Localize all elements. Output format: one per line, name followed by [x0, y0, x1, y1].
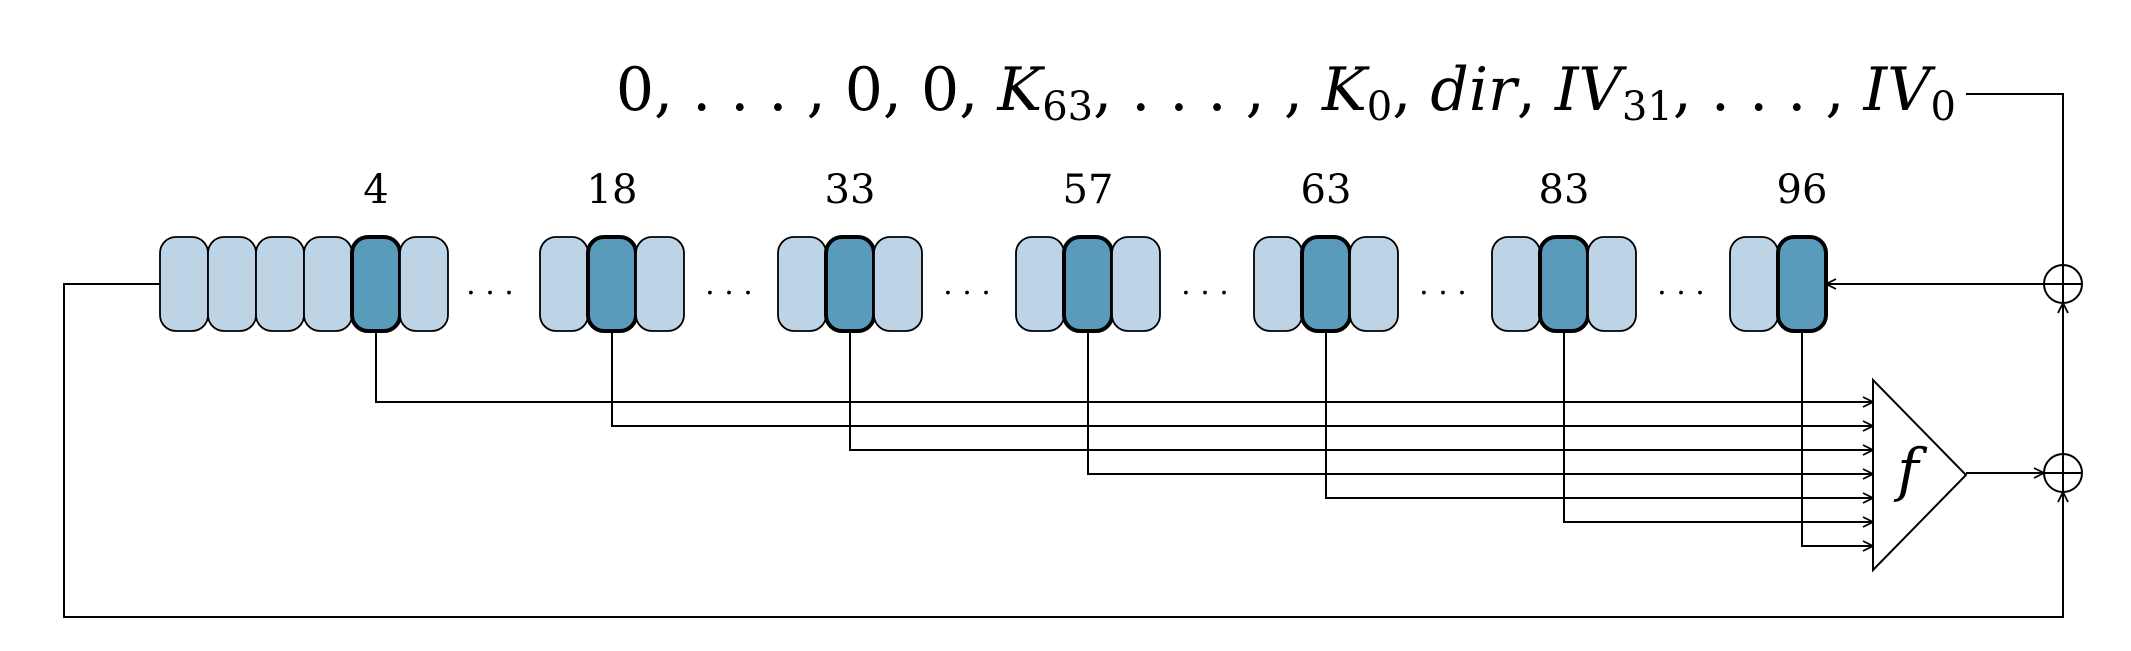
input-wire: [1966, 93, 2064, 265]
register-cell: [399, 236, 449, 332]
input-sequence-label: 0, . . . , 0, 0, K63​, . . . , , K0​, di…: [616, 55, 1956, 130]
register-cell: [1015, 236, 1065, 332]
tap-cell: [1062, 235, 1114, 333]
ellipsis: . . .: [1419, 267, 1467, 302]
ellipsis: . . .: [1657, 267, 1705, 302]
input-sequence-part: dir: [1430, 55, 1520, 125]
register-cell: [1253, 236, 1303, 332]
register-cell: [1349, 236, 1399, 332]
tap-cell: [350, 235, 402, 333]
register-cell: [1111, 236, 1161, 332]
tap-index-label: 4: [363, 167, 388, 213]
input-sequence-part: 63: [1042, 84, 1093, 130]
tap-wire: [1325, 331, 1873, 498]
labels: . . . . . . . . . . . . . . . . . . 4 18 33 57 63 8…: [363, 55, 1956, 504]
tap-wire: [1801, 331, 1873, 546]
input-sequence-part: ,: [1517, 55, 1555, 125]
tap-wire: [849, 331, 1873, 450]
tap-wire: [1563, 331, 1873, 522]
register-cell: [873, 236, 923, 332]
register-cell: [207, 236, 257, 332]
register-cell: [777, 236, 827, 332]
register-cells: [159, 235, 1828, 333]
register-cell: [159, 236, 209, 332]
register-cell: [303, 236, 353, 332]
register-cell: [635, 236, 685, 332]
tap-cell: [586, 235, 638, 333]
input-sequence-part: K: [1321, 55, 1370, 125]
tap-index-label: 63: [1301, 167, 1352, 213]
tap-index-label: 57: [1063, 167, 1114, 213]
register-cell: [1491, 236, 1541, 332]
tap-index-label: 83: [1539, 167, 1590, 213]
tap-index-label: 33: [825, 167, 876, 213]
tap-cell: [824, 235, 876, 333]
feedback-wire: [63, 283, 2063, 618]
tap-wire: [1087, 331, 1873, 474]
ellipsis: . . .: [943, 267, 991, 302]
ellipsis: . . .: [705, 267, 753, 302]
tap-index-label: 18: [587, 167, 638, 213]
input-sequence-part: , . . . , ,: [1093, 55, 1322, 125]
input-sequence-part: 31: [1622, 84, 1673, 130]
tap-wire: [375, 331, 1873, 402]
input-sequence-part: 0: [1931, 84, 1956, 130]
ellipsis: . . .: [1181, 267, 1229, 302]
tap-cell: [1538, 235, 1590, 333]
tap-index-label: 96: [1777, 167, 1828, 213]
tap-wire: [611, 331, 1873, 426]
input-sequence-part: 0, . . . , 0, 0,: [616, 55, 998, 125]
input-sequence-part: 0: [1367, 84, 1392, 130]
register-cell: [1729, 236, 1779, 332]
register-cell: [255, 236, 305, 332]
input-sequence-part: IV: [1863, 55, 1937, 125]
register-cell: [539, 236, 589, 332]
input-sequence-part: K: [996, 55, 1045, 125]
tap-cell: [1776, 235, 1828, 333]
wires: [63, 93, 2083, 618]
input-sequence-part: IV: [1554, 55, 1628, 125]
f-function-block: [1872, 377, 1968, 573]
input-sequence-part: , . . . ,: [1673, 55, 1864, 125]
input-sequence-part: ,: [1392, 55, 1430, 125]
ellipsis: . . .: [466, 267, 514, 302]
tap-cell: [1300, 235, 1352, 333]
register-cell: [1587, 236, 1637, 332]
